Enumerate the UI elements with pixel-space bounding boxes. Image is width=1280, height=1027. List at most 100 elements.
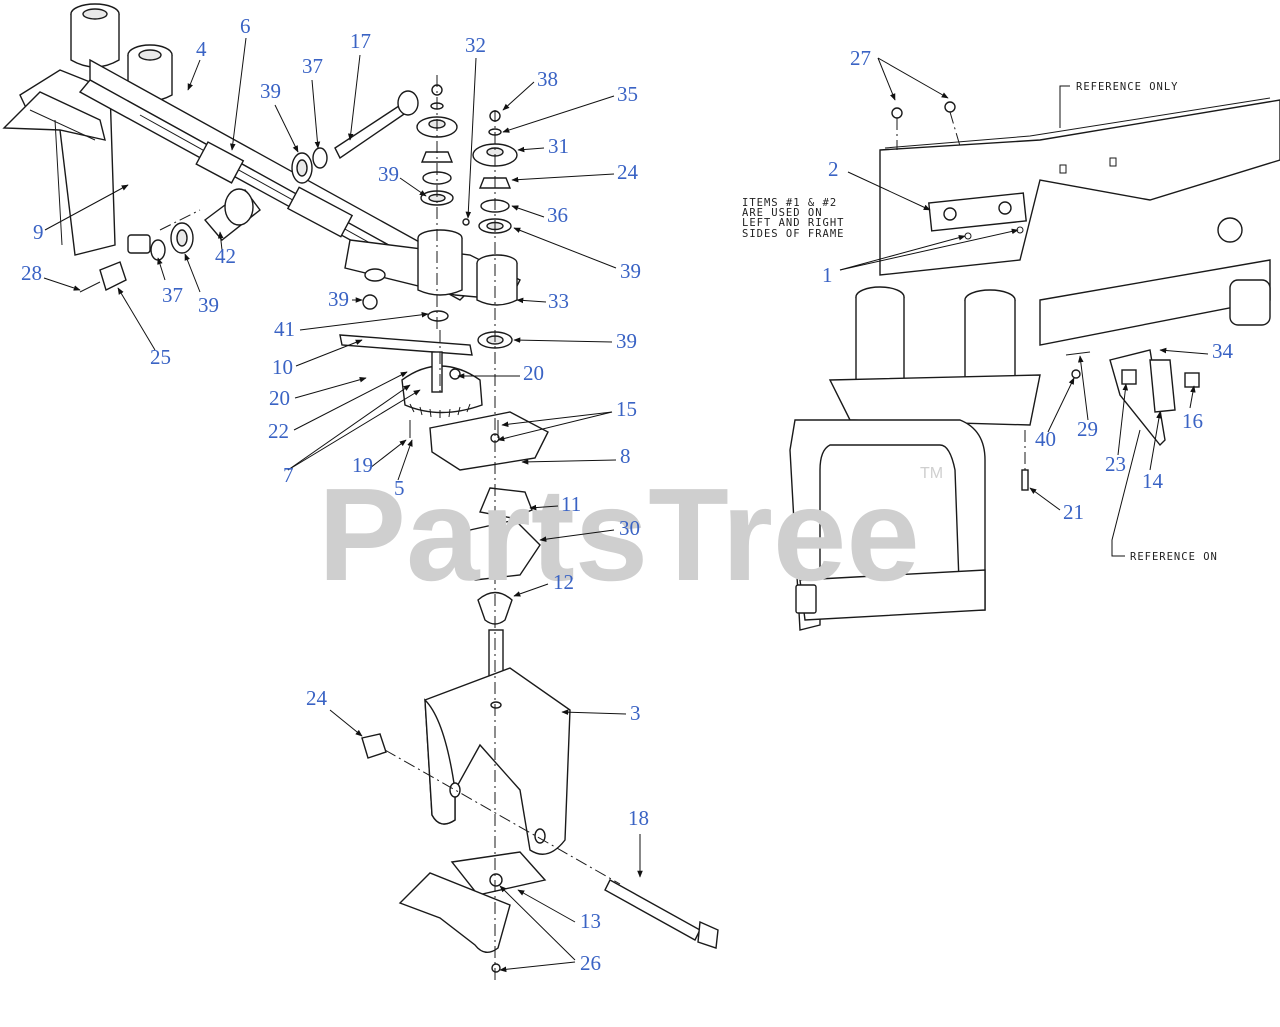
- note-items-line-4: SIDES OF FRAME: [742, 228, 845, 240]
- callout-label-4: 4: [196, 37, 207, 61]
- callout-label-24: 24: [306, 686, 328, 710]
- callout-label-8: 8: [620, 444, 631, 468]
- callout-label-39: 39: [616, 329, 637, 353]
- callout-label-9: 9: [33, 220, 44, 244]
- callout-leader-4: [187, 59, 201, 91]
- callout-leader-39: [513, 337, 613, 343]
- callout-leader-23: [1117, 383, 1129, 456]
- callout-leader-19: [369, 439, 407, 469]
- callout-label-39: 39: [620, 259, 641, 283]
- callout-label-36: 36: [547, 203, 568, 227]
- callout-leader-8: [521, 459, 617, 465]
- reference-notes: REFERENCE ONLY REFERENCE ON ITEMS #1 & #…: [742, 81, 1217, 563]
- lower-plate: [398, 851, 547, 973]
- callout-label-38: 38: [537, 67, 558, 91]
- callout-leader-5: [397, 439, 413, 481]
- callout-label-39: 39: [378, 162, 399, 186]
- callout-label-6: 6: [240, 14, 251, 38]
- callout-label-18: 18: [628, 806, 649, 830]
- callout-label-12: 12: [553, 570, 574, 594]
- callout-leader-37: [157, 257, 166, 281]
- callout-label-37: 37: [162, 283, 183, 307]
- callout-label-16: 16: [1182, 409, 1203, 433]
- note-reference-only: REFERENCE ONLY: [1076, 81, 1179, 93]
- callout-leader-3: [561, 709, 627, 715]
- callout-leader-12: [513, 583, 549, 597]
- callout-label-11: 11: [561, 492, 581, 516]
- callout-leader-36: [511, 205, 545, 218]
- callout-label-15: 15: [616, 397, 637, 421]
- gear-and-plates: [339, 334, 549, 625]
- callout-leader-6: [230, 37, 247, 151]
- callout-label-26: 26: [580, 951, 601, 975]
- callout-leader-35: [502, 95, 615, 133]
- callout-label-39: 39: [198, 293, 219, 317]
- callout-leader-15: [497, 411, 613, 442]
- callout-label-1: 1: [822, 263, 833, 287]
- callout-label-30: 30: [619, 516, 640, 540]
- callout-leader-1: [839, 234, 966, 271]
- right-detail-view: [789, 97, 1280, 631]
- callout-label-5: 5: [394, 476, 405, 500]
- callout-leader-7: [287, 389, 421, 471]
- callout-leader-7: [287, 384, 411, 471]
- callout-leader-31: [517, 146, 545, 153]
- callout-label-42: 42: [215, 244, 236, 268]
- callout-leader-20: [294, 377, 367, 399]
- caster-fork: [424, 667, 571, 855]
- callout-leader-28: [43, 277, 81, 291]
- callout-leader-17: [347, 54, 361, 141]
- callout-leader-21: [1029, 487, 1061, 511]
- callout-leader-39: [274, 104, 299, 153]
- watermark-text: PartsTree: [318, 461, 920, 608]
- fork-hardware: [361, 733, 719, 949]
- callout-label-27: 27: [850, 46, 871, 70]
- callout-label-28: 28: [21, 261, 42, 285]
- callout-leader-38: [502, 81, 535, 111]
- callout-label-37: 37: [302, 54, 323, 78]
- callout-leader-14: [1149, 411, 1162, 471]
- callout-leader-33: [516, 297, 547, 304]
- callout-label-34: 34: [1212, 339, 1234, 363]
- callout-leader-37: [311, 79, 321, 149]
- callout-leader-24: [329, 709, 363, 737]
- callout-leader-40: [1047, 377, 1075, 433]
- callout-leader-29: [1078, 355, 1089, 421]
- callout-leader-32: [465, 57, 477, 219]
- callout-leader-9: [44, 184, 129, 231]
- callout-leader-2: [847, 171, 931, 211]
- callout-leader-30: [539, 529, 615, 542]
- callout-leader-13: [517, 889, 576, 923]
- callout-label-32: 32: [465, 33, 486, 57]
- callout-label-40: 40: [1035, 427, 1056, 451]
- callout-leader-27: [877, 57, 949, 99]
- left-frame-assembly: [2, 3, 521, 306]
- callout-leader-1: [839, 228, 1019, 271]
- callout-label-24: 24: [617, 160, 639, 184]
- callout-leader-26: [499, 961, 576, 973]
- callout-leader-15: [501, 411, 613, 428]
- callout-label-29: 29: [1077, 417, 1098, 441]
- callout-leader-24: [511, 173, 615, 183]
- callout-leader-16: [1189, 385, 1196, 409]
- watermark: PartsTree TM: [318, 461, 943, 608]
- note-items-line-2: ARE USED ON: [742, 207, 823, 219]
- callout-leader-26: [499, 885, 576, 961]
- callout-label-22: 22: [268, 419, 289, 443]
- callout-label-31: 31: [548, 134, 569, 158]
- callout-leader-41: [299, 312, 429, 331]
- callout-label-21: 21: [1063, 500, 1084, 524]
- callout-label-25: 25: [150, 345, 171, 369]
- callout-label-13: 13: [580, 909, 601, 933]
- callout-label-33: 33: [548, 289, 569, 313]
- callout-label-3: 3: [630, 701, 641, 725]
- spindle-hub: [417, 229, 518, 306]
- note-items-line-1: ITEMS #1 & #2: [742, 197, 837, 209]
- callout-leader-22: [293, 371, 408, 431]
- callout-label-41: 41: [274, 317, 295, 341]
- callout-label-23: 23: [1105, 452, 1126, 476]
- callout-label-2: 2: [828, 157, 839, 181]
- callout-label-19: 19: [352, 453, 373, 477]
